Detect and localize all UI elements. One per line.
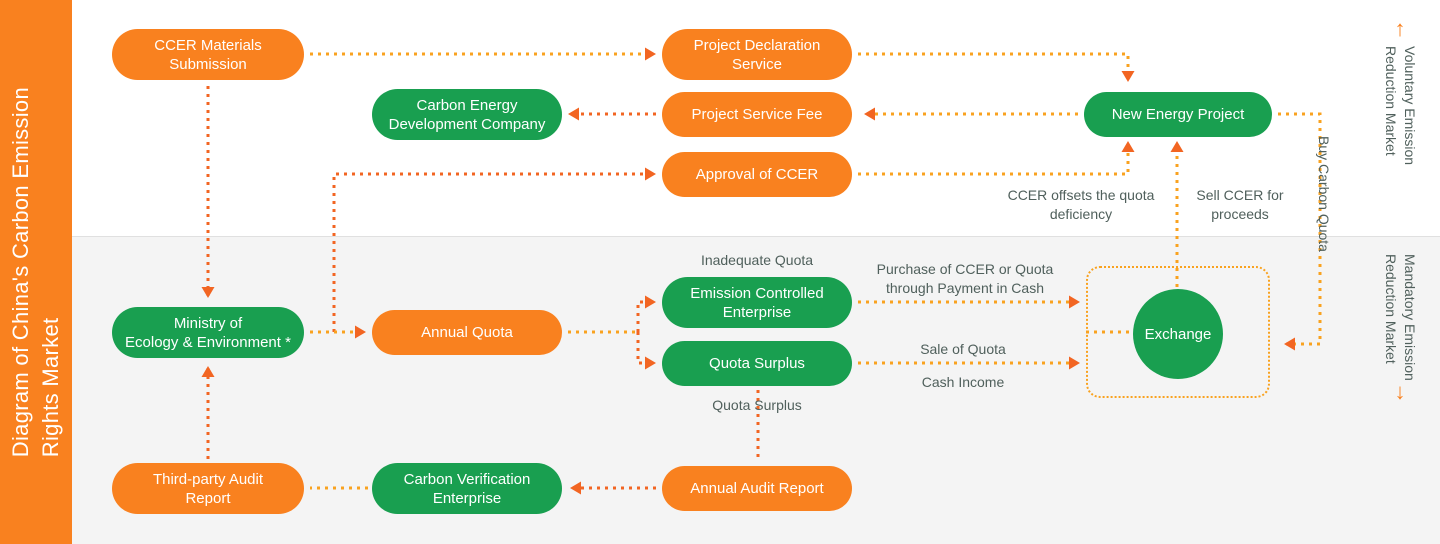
page-title: Diagram of China's Carbon Emission Right… (8, 86, 63, 458)
e-approval-to-newenergy-arrowhead (1121, 141, 1135, 152)
edge-label-inadequate-quota: Inadequate Quota (700, 252, 814, 268)
e-materials-to-ministry-arrowhead (201, 287, 215, 298)
e-ministry-to-approval (310, 172, 654, 334)
node-carbon-verification-enterprise[interactable]: Carbon Verification Enterprise (372, 463, 562, 514)
e-ministry-to-annualquota-arrowhead (355, 325, 366, 339)
market-legend-rail: ↑ Voluntary Emission Reduction Market Ma… (1360, 0, 1440, 544)
e-surplus-to-exchange-arrowhead (1069, 356, 1080, 370)
e-emission-to-exchange-arrowhead (1069, 295, 1080, 309)
node-new-energy-project[interactable]: New Energy Project (1084, 92, 1272, 137)
legend-mandatory-label: Mandatory Emission Reduction Market (1383, 254, 1418, 381)
node-annual-quota[interactable]: Annual Quota (372, 310, 562, 355)
e-thirdparty-to-ministry-arrowhead (201, 366, 215, 377)
e-declaration-to-newenergy (858, 52, 1130, 80)
e-split-to-emission-arrowhead (645, 295, 656, 309)
e-servicefee-to-carbonenergy-arrowhead (568, 107, 579, 121)
e-declaration-to-newenergy-arrowhead (1121, 71, 1135, 82)
arrow-up-icon: ↑ (1394, 16, 1406, 41)
e-exchange-to-newenergy-arrowhead (1170, 141, 1184, 152)
legend-voluntary-label: Voluntary Emission Reduction Market (1383, 46, 1418, 166)
e-ministry-to-approval-arrowhead (645, 167, 656, 181)
legend-mandatory-market: Mandatory Emission Reduction Market ↓ (1360, 250, 1440, 470)
e-newenergy-buy-carbon-quota-arrowhead (1284, 337, 1295, 351)
node-project-declaration-service[interactable]: Project Declaration Service (662, 29, 852, 80)
edge-label-ccer-offsets-quota-deficiency: CCER offsets the quota deficiency (1007, 187, 1155, 222)
node-project-service-fee[interactable]: Project Service Fee (662, 92, 852, 137)
edge-label-cash-income: Cash Income (921, 374, 1005, 390)
edge-label-sell-ccer-for-proceeds: Sell CCER for proceeds (1196, 187, 1284, 222)
node-ministry-of-ecology-environment[interactable]: Ministry of Ecology & Environment * (112, 307, 304, 358)
edge-label-buy-carbon-quota: Buy Carbon Quota (1316, 136, 1332, 252)
legend-voluntary-market: ↑ Voluntary Emission Reduction Market (1360, 18, 1440, 228)
node-exchange[interactable]: Exchange (1133, 289, 1223, 379)
edge-label-sale-of-quota: Sale of Quota (920, 341, 1006, 357)
e-materials-to-declaration-arrowhead (645, 47, 656, 61)
e-newenergy-to-servicefee-arrowhead (864, 107, 875, 121)
node-emission-controlled-enterprise[interactable]: Emission Controlled Enterprise (662, 277, 852, 328)
node-quota-surplus-node[interactable]: Quota Surplus (662, 341, 852, 386)
node-approval-of-ccer[interactable]: Approval of CCER (662, 152, 852, 197)
node-annual-audit-report[interactable]: Annual Audit Report (662, 466, 852, 511)
e-split-to-surplus-arrowhead (645, 356, 656, 370)
edge-label-quota-surplus-label: Quota Surplus (712, 397, 802, 413)
node-carbon-energy-development-company[interactable]: Carbon Energy Development Company (372, 89, 562, 140)
e-newenergy-buy-carbon-quota (1278, 112, 1322, 346)
diagram-title-rail: Diagram of China's Carbon Emission Right… (0, 0, 72, 544)
arrow-down-icon: ↓ (1394, 378, 1406, 404)
e-approval-to-newenergy (858, 143, 1130, 176)
node-third-party-audit-report[interactable]: Third-party Audit Report (112, 463, 304, 514)
node-ccer-materials-submission[interactable]: CCER Materials Submission (112, 29, 304, 80)
e-auditreport-to-verification-arrowhead (570, 481, 581, 495)
edge-label-purchase-ccer-or-quota: Purchase of CCER or Quota through Paymen… (876, 261, 1054, 296)
